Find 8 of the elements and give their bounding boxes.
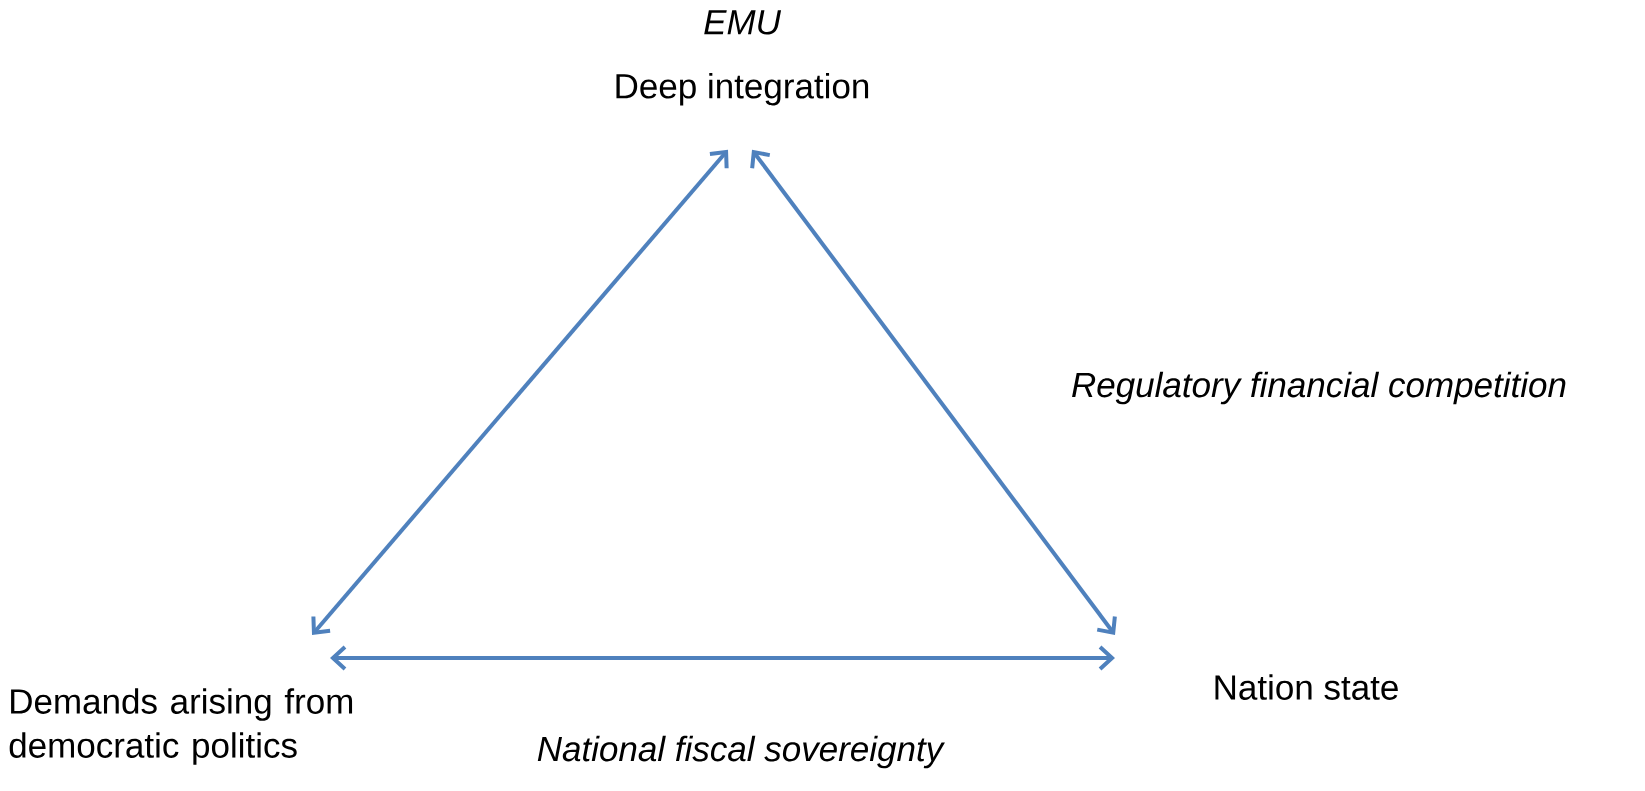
- node-text: EMU Deep integration: [616, 10, 869, 106]
- edge-label: Regulatory financial competition: [1068, 369, 1570, 407]
- double-arrow: [750, 149, 1117, 635]
- double-arrow: [330, 645, 1115, 671]
- edge-label: National fiscal sovereignty: [534, 733, 946, 771]
- node-text: Nation state: [1215, 674, 1398, 700]
- double-arrow: [311, 149, 729, 635]
- node-text: Demands arising from democratic politics: [9, 688, 353, 765]
